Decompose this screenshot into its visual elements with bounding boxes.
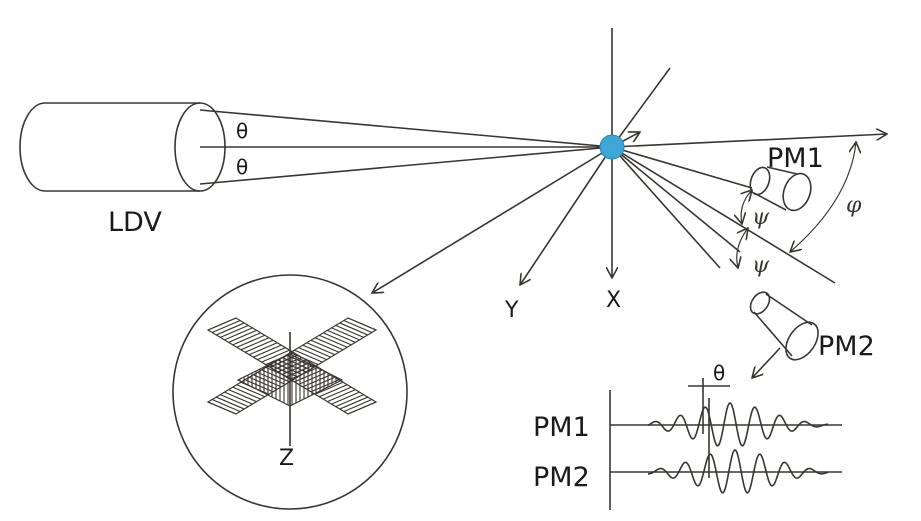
scattered-light-lines: [611, 146, 836, 284]
fringe-line: [253, 344, 282, 358]
fringe-line: [220, 394, 249, 408]
fringe-line: [257, 371, 286, 385]
fringe-line: [220, 324, 249, 338]
fringe-line: [290, 352, 319, 366]
fringe-line: [298, 371, 327, 385]
signal-pm2-label: PM2: [533, 462, 590, 493]
fringe-line: [224, 327, 253, 341]
phi-angle-arc: [790, 142, 856, 252]
fringe-line: [327, 329, 356, 343]
pm1-signal-wave: [647, 402, 829, 447]
fringe-line: [240, 337, 270, 351]
interference-fringes: [206, 317, 378, 415]
fringe-line: [327, 389, 356, 403]
psi-lower-arc: [737, 228, 748, 268]
fringe-line: [302, 374, 331, 388]
coordinate-axes: [372, 28, 887, 293]
axis-x-label: X: [606, 288, 621, 313]
fringe-line: [335, 324, 364, 338]
fringe-line: [314, 337, 344, 351]
signal-traces: [609, 378, 842, 510]
phi-label: φ: [846, 193, 862, 218]
measurement-volume: [172, 274, 408, 510]
fringe-line: [298, 347, 327, 361]
pm1-label: PM1: [767, 143, 824, 174]
fringe-line: [343, 399, 373, 413]
pm2-signal-wave: [648, 449, 829, 494]
axis-z-label: Z: [279, 446, 294, 471]
fringe-line: [331, 391, 360, 405]
fringe-line: [236, 384, 266, 398]
fringe-line: [323, 386, 352, 400]
fringe-line: [228, 389, 257, 403]
fringe-line: [211, 399, 241, 413]
fringe-line: [211, 319, 241, 333]
fringe-line: [216, 396, 245, 410]
fringe-diamond-outline: [236, 353, 344, 407]
pm2-output-arrow: [752, 347, 781, 378]
ldv-device: [19, 102, 226, 192]
forward-beam-arrow: [611, 134, 887, 148]
ldv-label: LDV: [108, 207, 162, 238]
signal-theta-label: θ: [713, 361, 725, 385]
fringe-line: [224, 391, 253, 405]
fringe-line: [331, 327, 360, 341]
fringe-line: [207, 401, 237, 415]
fringe-line: [323, 332, 352, 346]
fringe-line: [261, 349, 290, 363]
particle: [599, 134, 625, 160]
y-axis-arrow: [520, 146, 613, 285]
pm2-detector: [749, 291, 819, 378]
axis-y-label: Y: [504, 298, 519, 323]
fringe-line: [207, 317, 237, 331]
fringe-line: [339, 322, 368, 336]
pm2-label: PM2: [818, 331, 875, 362]
fringe-line: [232, 332, 261, 346]
psi-upper-label: ψ: [752, 205, 770, 230]
fringe-line: [310, 339, 340, 353]
fringe-line: [347, 401, 377, 415]
fringe-line: [248, 342, 278, 356]
fringe-line: [343, 319, 373, 333]
fringe-line: [253, 374, 282, 388]
psi-upper-arc: [741, 190, 752, 224]
fringe-line: [318, 384, 348, 398]
fringe-line: [216, 322, 245, 336]
theta-upper-label: θ: [236, 119, 248, 143]
fringe-line: [347, 317, 377, 331]
psi-lower-label: ψ: [752, 253, 770, 278]
z-direction-arrow: [372, 146, 613, 293]
fringe-line: [335, 394, 364, 408]
laser-beams: [199, 109, 613, 185]
fringe-line: [339, 396, 368, 410]
fringe-line: [306, 342, 336, 356]
fringe-line: [314, 381, 344, 395]
fringe-line: [228, 329, 257, 343]
fringe-line: [236, 334, 266, 348]
fringe-line: [318, 334, 348, 348]
fringe-line: [257, 347, 286, 361]
theta-lower-label: θ: [236, 155, 248, 179]
diagonal-axis: [611, 67, 671, 148]
fringe-line: [244, 339, 274, 353]
fringe-line: [232, 386, 261, 400]
fringe-line: [302, 344, 331, 358]
fringe-line: [294, 349, 323, 363]
signal-pm1-label: PM1: [533, 412, 590, 443]
